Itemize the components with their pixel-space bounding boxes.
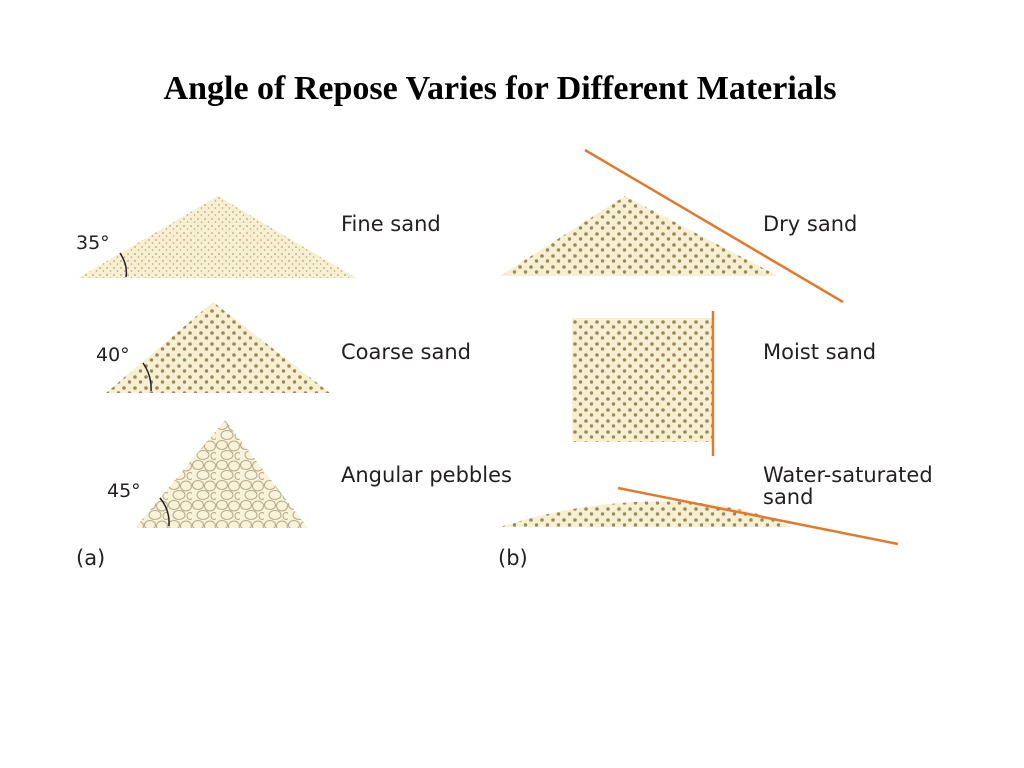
coarse-sand-pile — [106, 302, 330, 393]
water-saturated-label-line2: sand — [763, 485, 814, 509]
fine-sand-angle-arc — [119, 252, 128, 278]
water-saturated-slope-line — [617, 486, 899, 546]
coarse-sand-label: Coarse sand — [341, 340, 471, 364]
coarse-sand-angle-arc — [142, 362, 152, 392]
angular-pebbles-angle-label: 45° — [107, 480, 141, 502]
dry-sand-pile — [500, 196, 778, 276]
panel-b-label: (b) — [498, 546, 528, 570]
coarse-sand-angle-label: 40° — [96, 344, 130, 366]
angular-pebbles-pile — [135, 420, 308, 528]
dry-sand-label: Dry sand — [763, 212, 858, 236]
moist-sand-label: Moist sand — [763, 340, 877, 364]
fine-sand-pile — [78, 196, 356, 278]
water-saturated-label: Water-saturated — [763, 463, 933, 487]
moist-sand-block — [572, 318, 712, 442]
fine-sand-angle-label: 35° — [76, 232, 110, 254]
slide-title: Angle of Repose Varies for Different Mat… — [163, 70, 837, 107]
angular-pebbles-label: Angular pebbles — [341, 463, 512, 487]
fine-sand-label: Fine sand — [341, 212, 441, 236]
dry-sand-slope-line — [584, 148, 844, 304]
angular-pebbles-angle-arc — [159, 497, 170, 527]
panel-a-label: (a) — [76, 546, 106, 570]
